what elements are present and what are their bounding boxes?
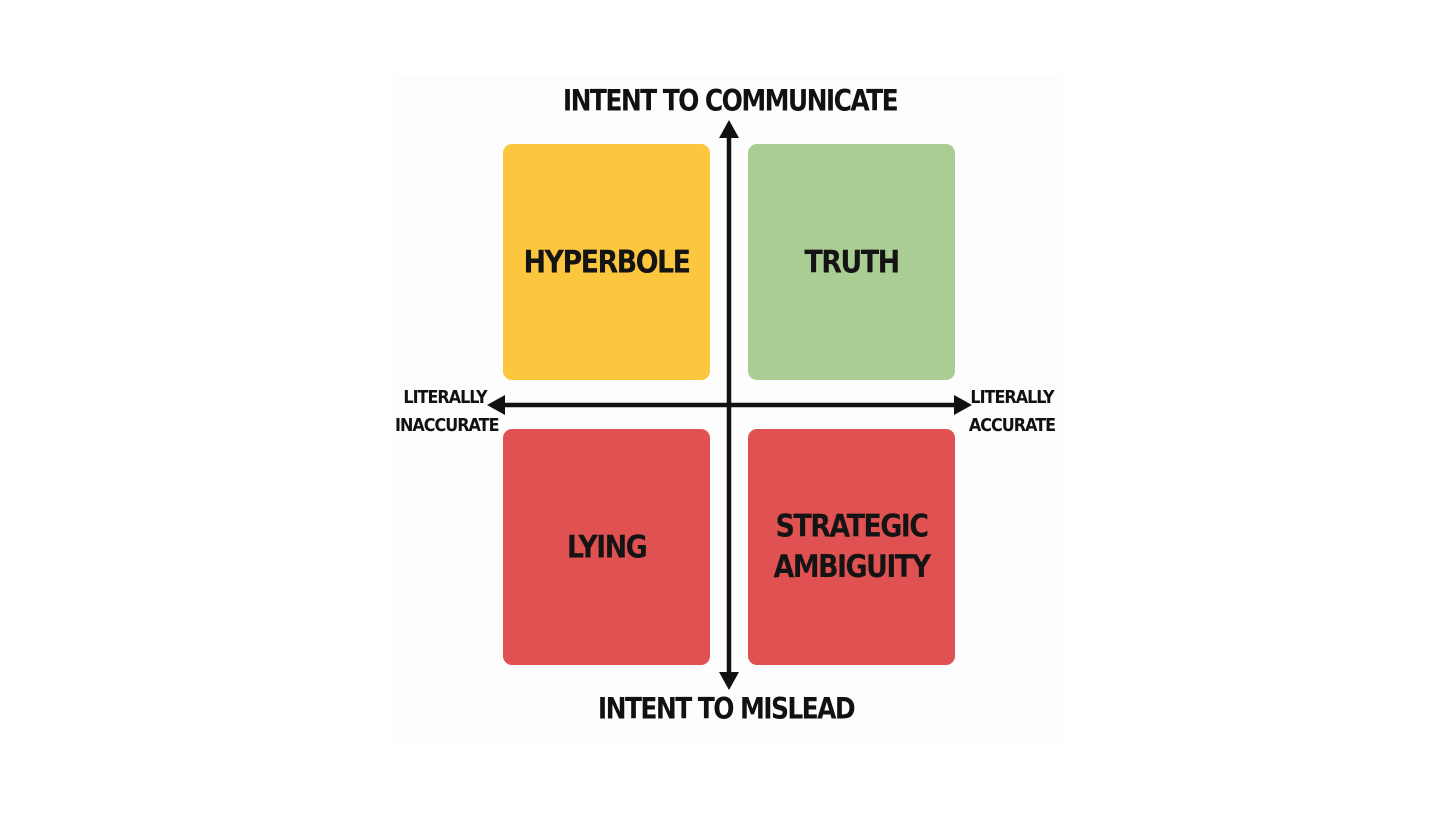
- quadrant-label-truth: TRUTH: [804, 244, 900, 280]
- axis-label-left: LITERALLY INACCURATE: [395, 386, 500, 436]
- axis-label-bottom: INTENT TO MISLEAD: [597, 691, 856, 726]
- arrow-down-icon: [719, 672, 739, 690]
- quadrant-label-strategic-ambiguity: STRATEGIC AMBIGUITY: [773, 508, 931, 586]
- quadrant-hyperbole: HYPERBOLE: [503, 144, 710, 380]
- axis-label-top: INTENT TO COMMUNICATE: [562, 83, 899, 118]
- quadrant-label-hyperbole: HYPERBOLE: [523, 244, 692, 280]
- arrow-left-icon: [487, 395, 505, 415]
- quadrant-truth: TRUTH: [748, 144, 955, 380]
- arrow-right-icon: [954, 395, 972, 415]
- arrow-up-icon: [719, 120, 739, 138]
- quadrant-strategic-ambiguity: STRATEGIC AMBIGUITY: [748, 429, 955, 665]
- axis-label-right: LITERALLY ACCURATE: [968, 386, 1056, 436]
- quadrant-lying: LYING: [503, 429, 710, 665]
- quadrant-label-lying: LYING: [566, 529, 648, 565]
